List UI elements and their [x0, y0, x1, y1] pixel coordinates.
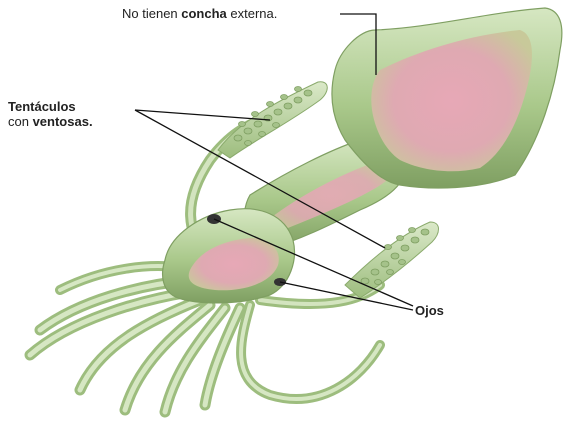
label-no-shell-post: externa.	[227, 6, 278, 21]
label-tentacles-line1: Tentáculos	[8, 99, 76, 114]
head	[163, 209, 295, 303]
label-no-shell-bold: concha	[181, 6, 227, 21]
label-tentacles-line2-bold: ventosas.	[33, 114, 93, 129]
label-eyes: Ojos	[415, 303, 444, 318]
right-arm	[241, 305, 380, 399]
label-tentacles-line2-pre: con	[8, 114, 33, 129]
label-no-shell: No tienen concha externa.	[122, 6, 277, 21]
fin	[332, 8, 562, 188]
label-tentacles: Tentáculos con ventosas.	[8, 99, 93, 129]
label-no-shell-pre: No tienen	[122, 6, 181, 21]
leader-tentacle-upper	[135, 110, 270, 120]
